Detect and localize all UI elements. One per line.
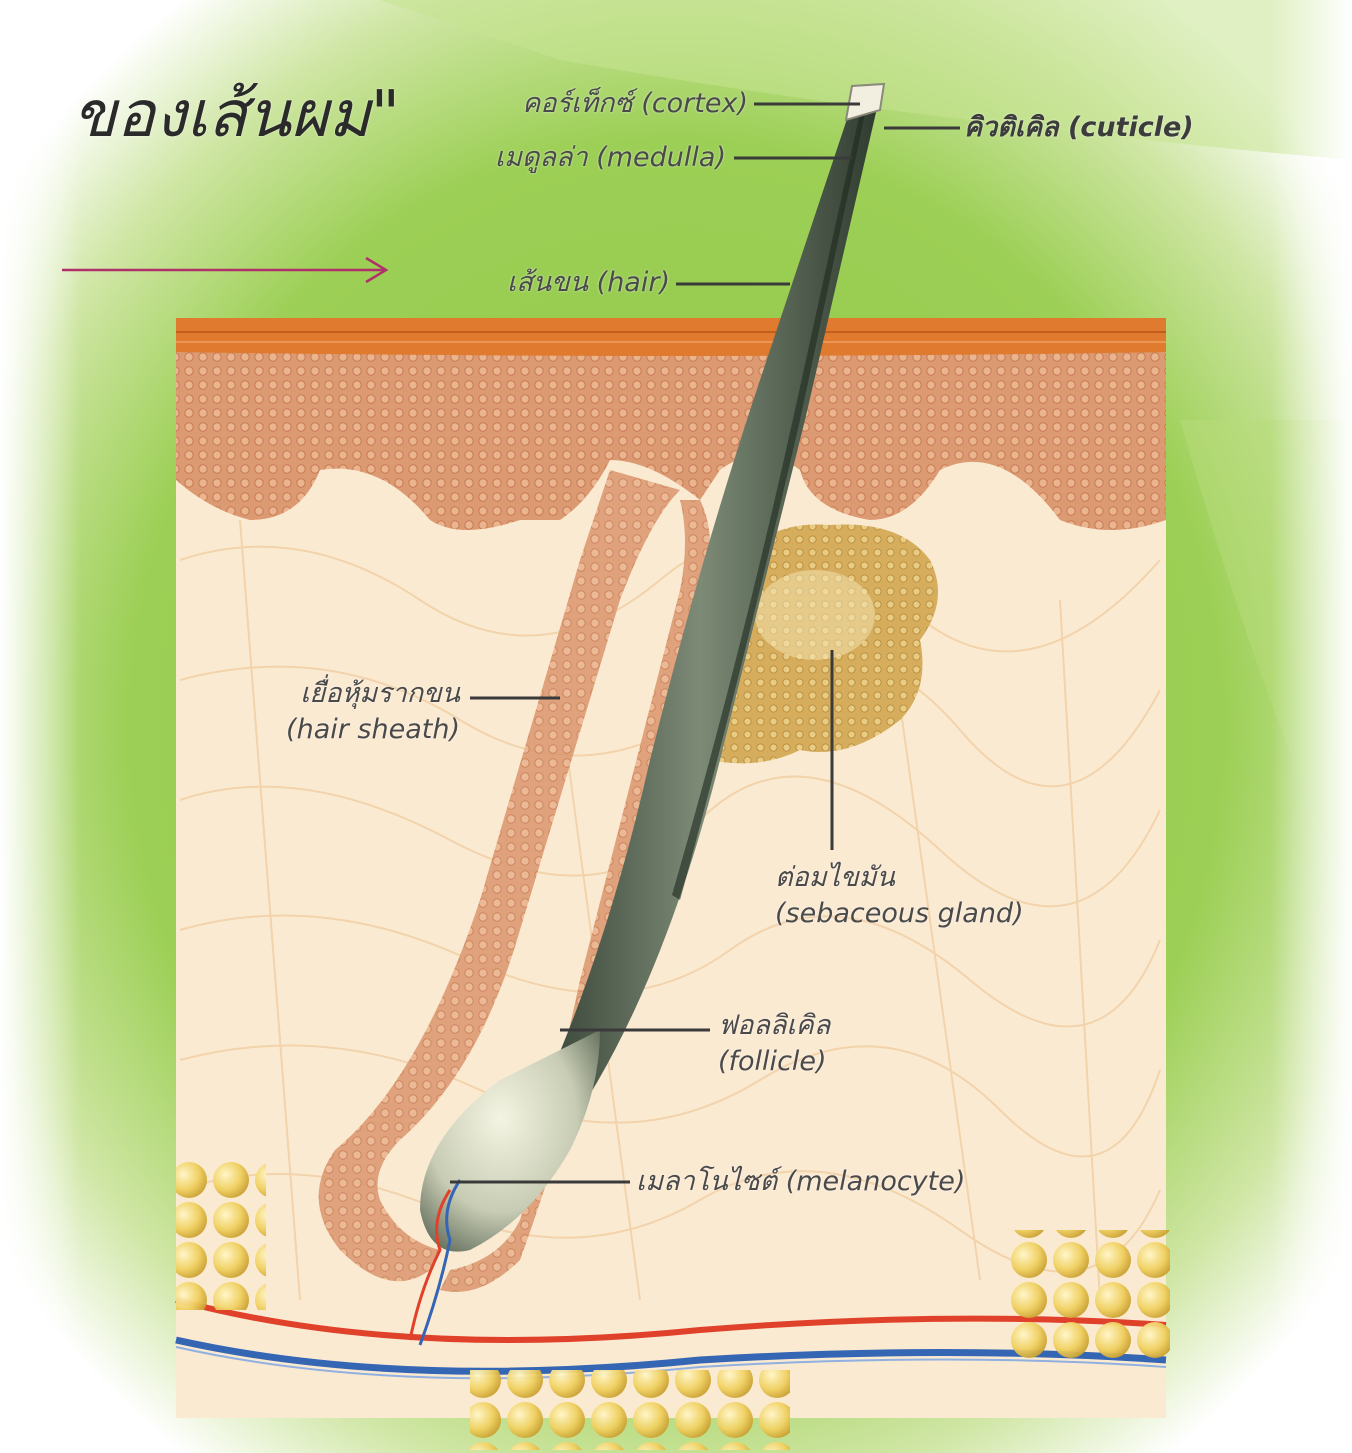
label-follicle-en: (follicle): [718, 1044, 938, 1080]
label-hair-sheath: เยื่อหุ้มรากขน (hair sheath): [190, 676, 460, 748]
label-cuticle: คิวติเคิล (cuticle): [964, 110, 1264, 146]
label-hair-sheath-th: เยื่อหุ้มรากขน: [190, 676, 460, 712]
label-hair: เส้นขน (hair): [400, 265, 670, 301]
label-cortex: คอร์เท็กซ์ (cortex): [400, 86, 748, 122]
label-follicle: ฟอลลิเคิล (follicle): [718, 1008, 938, 1080]
page-title: ของเส้นผม": [0, 60, 400, 170]
label-medulla: เมดูลล่า (medulla): [380, 140, 726, 176]
label-sebaceous-gland-en: (sebaceous gland): [775, 896, 1135, 932]
label-follicle-th: ฟอลลิเคิล: [718, 1008, 938, 1044]
label-sebaceous-gland: ต่อมไขมัน (sebaceous gland): [775, 860, 1135, 932]
label-hair-sheath-en: (hair sheath): [190, 712, 460, 748]
label-melanocyte: เมลาโนไซต์ (melanocyte): [636, 1164, 1096, 1200]
label-sebaceous-gland-th: ต่อมไขมัน: [775, 860, 1135, 896]
